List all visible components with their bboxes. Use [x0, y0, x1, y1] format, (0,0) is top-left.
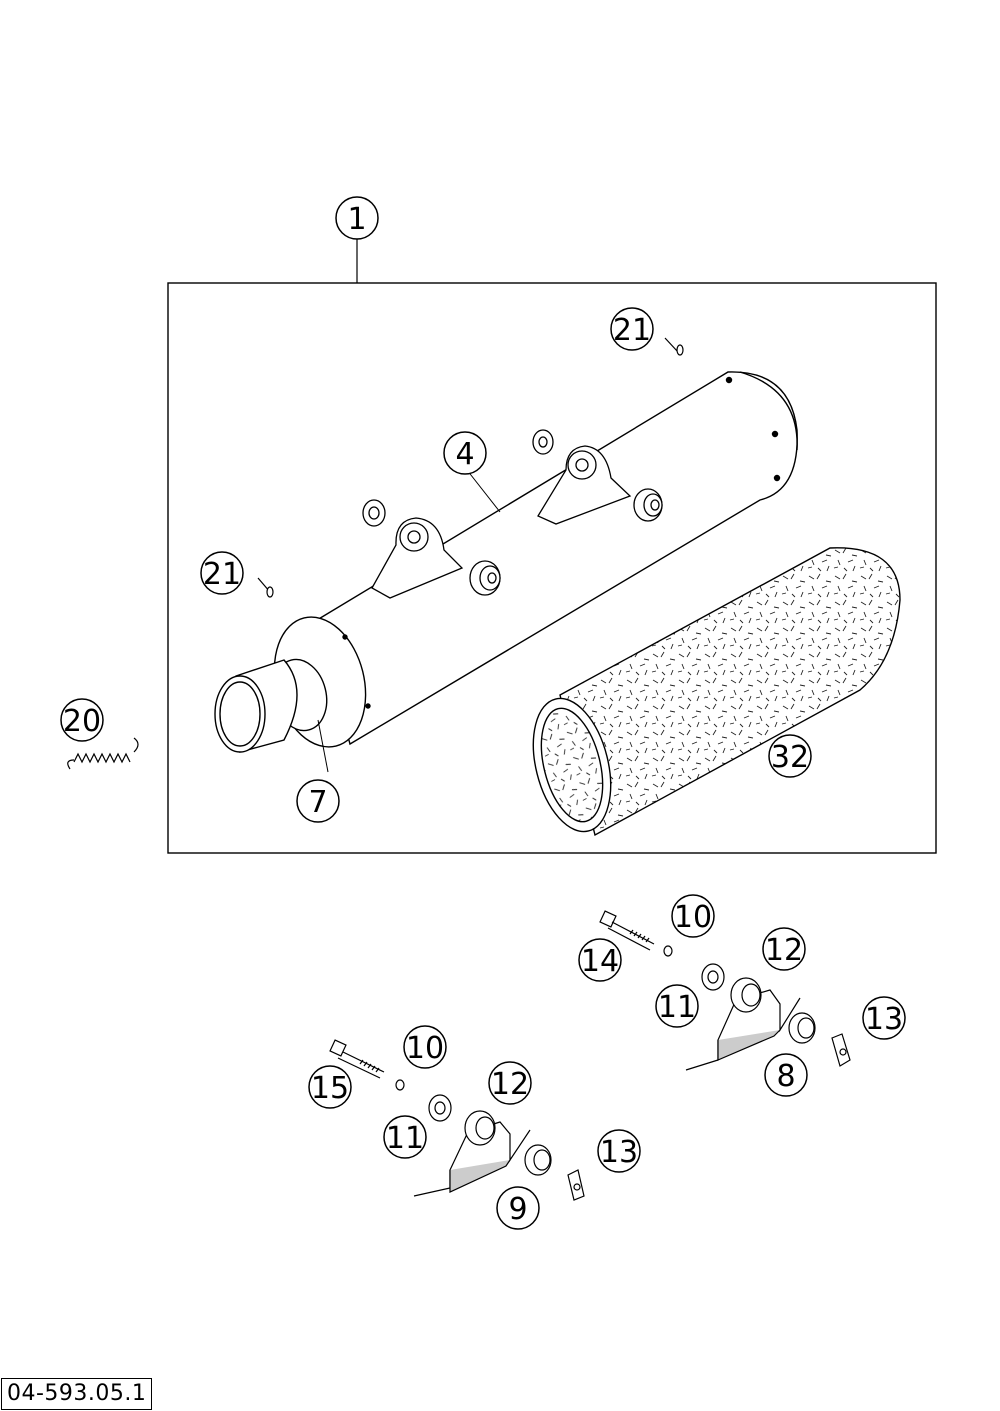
mounting-bracket-front — [371, 517, 464, 599]
svg-text:1: 1 — [347, 202, 366, 237]
mounting-bracket-rear — [537, 445, 632, 525]
svg-text:21: 21 — [203, 557, 241, 592]
bracket-8 — [685, 977, 801, 1071]
callout-11-lower: 11 — [383, 1115, 427, 1159]
callout-21-upper: 21 — [610, 307, 654, 351]
grommet-rear — [633, 488, 663, 522]
svg-text:9: 9 — [508, 1192, 527, 1227]
svg-text:10: 10 — [674, 900, 712, 935]
bushing-11-upper — [701, 963, 725, 991]
callout-10-upper: 10 — [671, 894, 715, 938]
svg-text:11: 11 — [386, 1121, 424, 1156]
washer-10-lower — [395, 1079, 405, 1091]
callout-9: 9 — [496, 1186, 540, 1230]
rivet-lower — [257, 577, 274, 598]
clip-nut-13-upper — [831, 1033, 851, 1067]
grommet-9 — [524, 1144, 552, 1176]
callout-14: 14 — [578, 938, 622, 982]
outlet-pipe — [214, 659, 329, 773]
callout-15: 15 — [308, 1065, 352, 1109]
svg-text:15: 15 — [311, 1071, 349, 1106]
callout-20: 20 — [60, 698, 104, 742]
callout-7: 7 — [296, 779, 340, 823]
svg-text:7: 7 — [308, 785, 327, 820]
bolt-14 — [599, 910, 655, 951]
washer-10-upper — [663, 945, 673, 957]
bracket-9 — [413, 1110, 531, 1197]
callout-10-lower: 10 — [403, 1025, 447, 1069]
rivet-upper — [664, 337, 684, 356]
bolt-15 — [329, 1039, 385, 1079]
callout-4: 4 — [443, 431, 487, 475]
silencer-body — [272, 371, 798, 748]
drawing-code-label: 04-593.05.1 — [1, 1378, 153, 1410]
callout-21-lower: 21 — [200, 551, 244, 595]
insulation-wrap — [532, 547, 901, 837]
clip-nut-13-lower — [567, 1169, 585, 1201]
svg-text:13: 13 — [600, 1135, 638, 1170]
svg-text:14: 14 — [581, 944, 619, 979]
callout-8: 8 — [764, 1053, 808, 1097]
spring — [67, 737, 139, 770]
bushing-front-top — [362, 499, 386, 527]
callout-32: 32 — [768, 734, 812, 778]
callout-12-upper: 12 — [762, 927, 806, 971]
callout-13-lower: 13 — [597, 1129, 641, 1173]
svg-text:32: 32 — [771, 740, 809, 775]
svg-text:13: 13 — [865, 1002, 903, 1037]
bushing-11-lower — [428, 1094, 452, 1122]
svg-text:8: 8 — [776, 1059, 795, 1094]
bushing-rear-top — [532, 429, 554, 455]
callout-12-lower: 12 — [488, 1061, 532, 1105]
svg-text:4: 4 — [455, 437, 474, 472]
svg-text:20: 20 — [63, 704, 101, 739]
callout-11-upper: 11 — [655, 984, 699, 1028]
svg-text:12: 12 — [491, 1067, 529, 1102]
svg-text:11: 11 — [658, 990, 696, 1025]
grommet-front — [469, 560, 501, 596]
svg-text:21: 21 — [613, 313, 651, 348]
callout-1: 1 — [335, 196, 379, 240]
assembly-frame — [167, 238, 937, 854]
grommet-8 — [788, 1012, 816, 1044]
svg-text:10: 10 — [406, 1031, 444, 1066]
svg-text:12: 12 — [765, 933, 803, 968]
callout-13-upper: 13 — [862, 996, 906, 1040]
